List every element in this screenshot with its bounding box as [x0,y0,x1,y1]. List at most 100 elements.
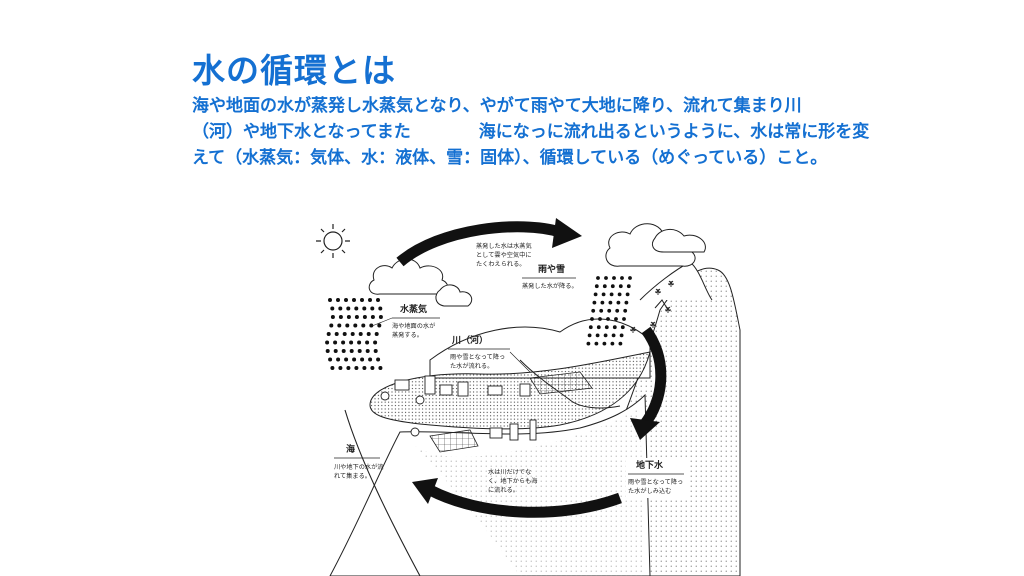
rain-dot [624,300,629,305]
vapor-dot [341,349,346,353]
vapor-dot [357,349,362,353]
description-line-2a: （河）や地下水となってまた [192,122,411,142]
vapor-dot [338,366,343,370]
rain-dot [595,333,600,338]
groundwater-label: 地下水 雨や雪となって降っ た水がしみ込む [626,458,688,498]
description-line-2b: 海になっに流れ出るというように、水は常に形を変 [478,122,870,142]
vapor-dot [352,298,356,302]
vapor-dot [338,306,343,311]
rain-dot [617,292,622,297]
rain-dot [618,341,623,346]
vapor-dot [370,366,375,370]
vapor-dot [328,298,332,302]
rain-dot [622,317,626,321]
rain-dot [593,292,598,297]
vapor-dot [353,323,358,328]
vapor-dot [346,366,351,370]
rain-dot [614,317,618,321]
rain-dot [611,333,616,338]
vapor-dot [360,298,364,302]
vapor-dot [336,357,341,362]
vapor-dot [337,323,342,328]
vapor-dot [342,332,347,336]
rain-dot [591,308,596,313]
water-vapor-label: 水蒸気 海や地面の水が 蒸発する。 [371,303,440,339]
rain-snow-heading: 雨や雪 [538,263,565,275]
sea-line-2: れて集まる。 [334,472,371,480]
vapor-dot [333,349,338,353]
rain-dot [609,292,614,297]
description-line-1: 海や地面の水が蒸発し水蒸気となり、やがて雨やて大地に降り、流れて集まり川 [192,96,802,116]
vapor-dot [344,298,348,302]
vapor-dot [346,306,351,311]
rain-dot [610,284,615,289]
rain-dot [602,341,607,346]
vapor-dot [370,315,375,319]
water-vapor-line-2: 蒸発する。 [392,331,423,339]
sun-icon [316,224,350,258]
vapor-dot [330,366,335,370]
vapor-dot [354,306,359,311]
sea-heading: 海 [346,443,355,455]
vapor-dot [378,366,383,370]
rain-dot [594,341,599,346]
vapor-dot [354,315,359,319]
groundwater-heading: 地下水 [636,459,664,471]
vapor-dot [345,323,350,328]
rain-dot [602,284,607,289]
vapor-dot [366,332,371,336]
description-line-3: えて（水蒸気：気体、水：液体、雪：固体）、循環している（めぐっている）こと。 [192,148,828,168]
rain-dots [586,276,632,346]
underground-note-line-2: く、地下からも海 [488,477,538,485]
rain-dot [626,284,631,289]
rain-dot [594,284,599,289]
vapor-dot [365,340,370,345]
groundwater-line-2: た水がしみ込む [628,487,671,495]
rain-dot [598,317,602,321]
vapor-dot [358,332,363,336]
rain-snow-line-1: 蒸発した水が降る。 [522,282,578,290]
rain-dot [599,308,604,313]
vapor-dot [354,366,359,370]
slide-description: 海や地面の水が蒸発し水蒸気となり、やがて雨やて大地に降り、流れて集まり川 （河）… [192,93,952,171]
rain-dot [625,292,630,297]
vapor-dot [362,315,367,319]
sea-edge [344,409,421,576]
vapor-dot [368,298,372,302]
rain-dot [620,276,624,280]
vapor-dot [376,357,381,362]
vapor-dot [344,357,349,362]
rain-dot [618,284,623,289]
vapor-dot [334,332,339,336]
vapor-dot [346,315,351,319]
vapor-dot [326,332,331,336]
vapor-dot [330,315,335,319]
description-line-2: （河）や地下水となってまた 海になっに流れ出るというように、水は常に形を変 [192,119,952,145]
vapor-dot [341,340,346,345]
vapor-dot [338,315,343,319]
rain-dot [619,333,624,338]
vapor-dot [376,298,380,302]
cloud-left [368,258,473,307]
rain-snow-label: 雨や雪 蒸発した水が降る。 [522,263,578,290]
vapor-dot [362,306,367,311]
cycle-arrows [396,218,667,518]
rain-dot [592,300,597,305]
town [380,375,537,441]
groundwater-line-1: 雨や雪となって降っ [628,478,683,486]
rain-dot [612,325,617,330]
slide-title: 水の循環とは [192,51,396,90]
cloud-right [605,223,706,267]
sea-line-1: 川や地下の水が流 [334,463,384,471]
underground-note: 水は川だけでな く、地下からも海 に流れる。 [488,468,538,494]
vapor-dot [325,349,330,353]
water-vapor-line-1: 海や地面の水が [392,322,436,330]
underground-note-line-1: 水は川だけでな [488,468,531,476]
river [519,359,621,409]
vapor-dot [365,349,370,353]
water-vapor-heading: 水蒸気 [400,303,427,315]
rain-dot [604,325,609,330]
vapor-dot [374,332,379,336]
vapor-dot [352,357,357,362]
rain-dot [616,300,621,305]
